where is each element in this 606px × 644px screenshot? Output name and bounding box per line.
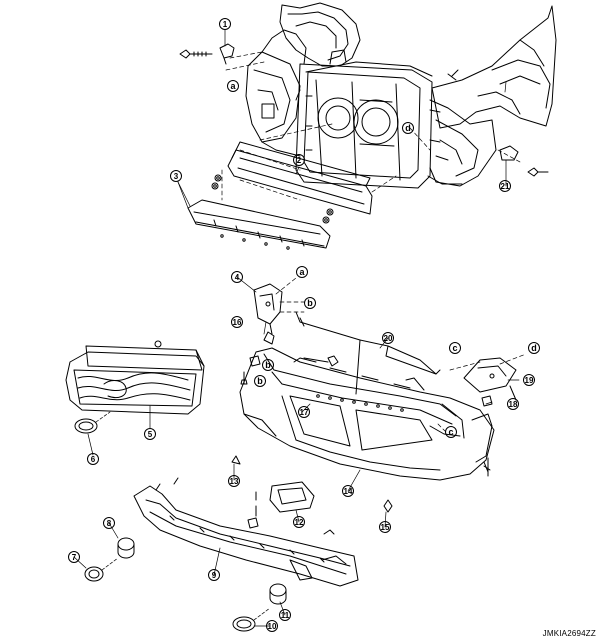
nuts-reinforcement	[211, 174, 334, 224]
callout-8: 8	[103, 517, 115, 529]
svg-text:14: 14	[344, 487, 353, 496]
callout-14: 14	[342, 485, 354, 497]
svg-text:b: b	[257, 376, 263, 386]
svg-text:9: 9	[212, 571, 217, 580]
callout-10: 10	[266, 620, 278, 632]
svg-text:4: 4	[235, 273, 240, 282]
grille-5	[65, 340, 205, 415]
svg-text:19: 19	[525, 376, 534, 385]
svg-text:20: 20	[384, 334, 393, 343]
svg-text:15: 15	[381, 523, 390, 532]
connector-b-3: b	[254, 375, 266, 387]
callout-21: 21	[499, 180, 511, 192]
callout-1: 1	[219, 18, 231, 30]
svg-text:d: d	[405, 123, 411, 133]
svg-text:c: c	[448, 427, 453, 437]
svg-text:8: 8	[107, 519, 112, 528]
svg-text:21: 21	[501, 182, 510, 191]
bracket-21	[499, 145, 549, 177]
callout-2: 2	[293, 154, 305, 166]
fog-lamp-11	[269, 583, 287, 605]
lip-fasteners	[173, 477, 335, 535]
connector-c-2: c	[445, 426, 457, 438]
connector-c-1: c	[449, 342, 461, 354]
svg-text:17: 17	[300, 408, 309, 417]
callout-9: 9	[208, 569, 220, 581]
connector-d-2: d	[528, 342, 540, 354]
svg-text:5: 5	[148, 430, 153, 439]
clip-1	[219, 43, 235, 65]
fog-lamp-bezel-10	[232, 607, 271, 632]
assembly-guide-lines-mid	[275, 277, 527, 433]
svg-text:3: 3	[174, 172, 179, 181]
clip-18	[481, 395, 493, 407]
bumper-fascia-14	[239, 347, 495, 481]
bracket-4	[253, 283, 283, 335]
fasteners-mid	[231, 331, 491, 513]
callout-7: 7	[68, 551, 80, 563]
leader-lines	[73, 29, 520, 627]
assembly-guide-lines-upper	[221, 51, 521, 201]
svg-text:18: 18	[509, 400, 518, 409]
license-bracket-12	[255, 481, 315, 513]
svg-text:1: 1	[223, 20, 228, 29]
callout-20: 20	[382, 332, 394, 344]
svg-text:12: 12	[295, 518, 304, 527]
callout-18: 18	[507, 398, 519, 410]
connector-b-1: b	[304, 297, 316, 309]
connector-a-upper: a	[227, 80, 239, 92]
svg-text:a: a	[230, 81, 236, 91]
callout-15: 15	[379, 521, 391, 533]
connector-a-mid: a	[296, 266, 308, 278]
svg-text:b: b	[307, 298, 313, 308]
callout-3: 3	[170, 170, 182, 182]
svg-text:2: 2	[297, 156, 302, 165]
bracket-19	[463, 357, 517, 401]
svg-text:11: 11	[281, 611, 290, 620]
callout-5: 5	[144, 428, 156, 440]
bolt-upper-left	[179, 49, 213, 59]
emblem-6	[74, 411, 111, 434]
svg-text:b: b	[265, 360, 271, 370]
callout-11: 11	[279, 609, 291, 621]
callout-4: 4	[231, 271, 243, 283]
callout-13: 13	[228, 475, 240, 487]
svg-text:a: a	[299, 267, 305, 277]
svg-text:13: 13	[230, 477, 239, 486]
connector-b-2: b	[262, 359, 274, 371]
svg-text:10: 10	[268, 622, 277, 631]
callout-6: 6	[87, 453, 99, 465]
reference-code: JMKIA2694ZZ	[542, 629, 596, 638]
bumper-reinforcement-2	[227, 141, 373, 215]
svg-text:16: 16	[233, 318, 242, 327]
svg-text:7: 7	[72, 553, 77, 562]
connector-d-1: d	[402, 122, 414, 134]
fog-lamp-bezel-7	[84, 557, 119, 582]
front-body-structure	[245, 2, 557, 189]
svg-text:d: d	[531, 343, 537, 353]
callout-17: 17	[298, 406, 310, 418]
callout-16: 16	[231, 316, 243, 328]
svg-text:6: 6	[91, 455, 96, 464]
lower-lip-9	[133, 483, 359, 587]
callout-19: 19	[523, 374, 535, 386]
fog-lamp-8	[117, 537, 135, 559]
molding-strip-20	[295, 311, 441, 395]
energy-absorber-3	[187, 199, 331, 250]
callout-12: 12	[293, 516, 305, 528]
svg-text:c: c	[452, 343, 457, 353]
